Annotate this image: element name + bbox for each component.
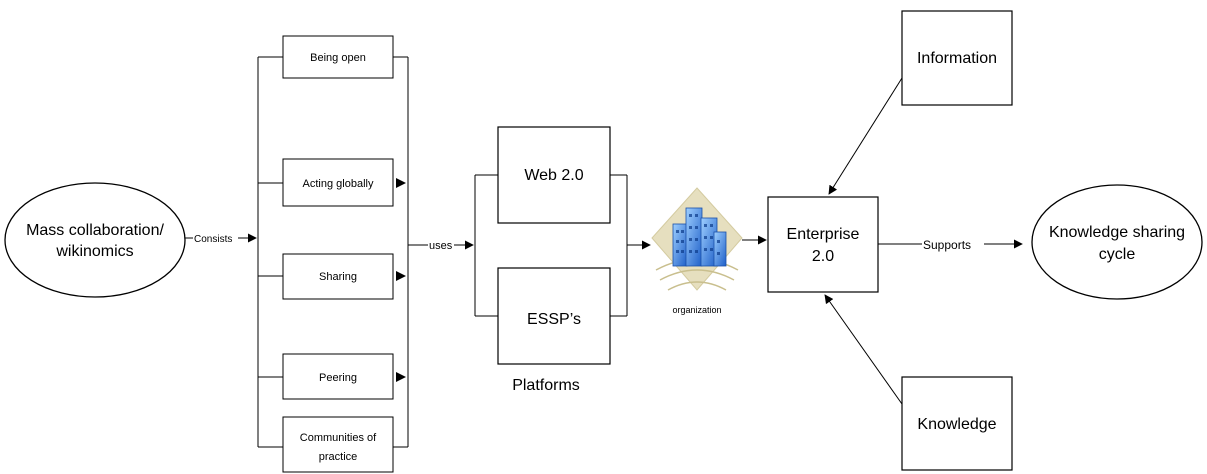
communities-label-1: Communities of [300, 432, 377, 444]
organization-building-icon: organization [651, 187, 743, 315]
edge-uses-label: uses [429, 240, 453, 252]
mass-collaboration-label-1: Mass collaboration/ [26, 222, 164, 239]
edge-uses: uses [408, 240, 474, 252]
node-acting-globally: Acting globally [282, 158, 394, 207]
edge-knowledge-to-enterprise [824, 294, 903, 405]
knowledge-label: Knowledge [917, 416, 996, 433]
node-enterprise-20: Enterprise 2.0 [767, 196, 879, 293]
node-information: Information [901, 10, 1013, 106]
organization-label: organization [672, 305, 721, 315]
node-knowledge-sharing-cycle: Knowledge sharing cycle [1031, 184, 1203, 300]
acting-globally-label: Acting globally [303, 178, 374, 190]
edge-consists-label: Consists [194, 234, 232, 245]
information-label: Information [917, 50, 997, 67]
node-sharing: Sharing [282, 253, 394, 300]
node-knowledge: Knowledge [901, 376, 1013, 471]
platforms-label: Platforms [512, 377, 580, 394]
sharing-label: Sharing [319, 271, 357, 283]
enterprise-label-2: 2.0 [812, 248, 834, 265]
node-mass-collaboration: Mass collaboration/ wikinomics [4, 182, 186, 298]
ks-cycle-label-1: Knowledge sharing [1049, 224, 1185, 241]
edge-consists: Consists [185, 233, 257, 245]
node-web20: Web 2.0 [497, 126, 611, 224]
right-bracket [393, 56, 409, 448]
enterprise-label-1: Enterprise [787, 226, 860, 243]
left-bracket [257, 56, 283, 448]
edge-information-to-enterprise [828, 77, 903, 195]
edge-supports: Supports [878, 238, 1023, 252]
node-being-open: Being open [282, 35, 394, 79]
web20-label: Web 2.0 [524, 167, 583, 184]
communities-label-2: practice [319, 451, 358, 463]
being-open-label: Being open [310, 52, 366, 64]
essp-label: ESSP’s [527, 311, 581, 328]
peering-label: Peering [319, 372, 357, 384]
ks-cycle-label-2: cycle [1099, 246, 1136, 263]
node-essp: ESSP’s [497, 267, 611, 365]
node-peering: Peering [282, 353, 394, 400]
node-communities-of-practice: Communities of practice [282, 416, 394, 473]
edge-supports-label: Supports [923, 238, 971, 252]
mass-collaboration-label-2: wikinomics [55, 243, 133, 260]
